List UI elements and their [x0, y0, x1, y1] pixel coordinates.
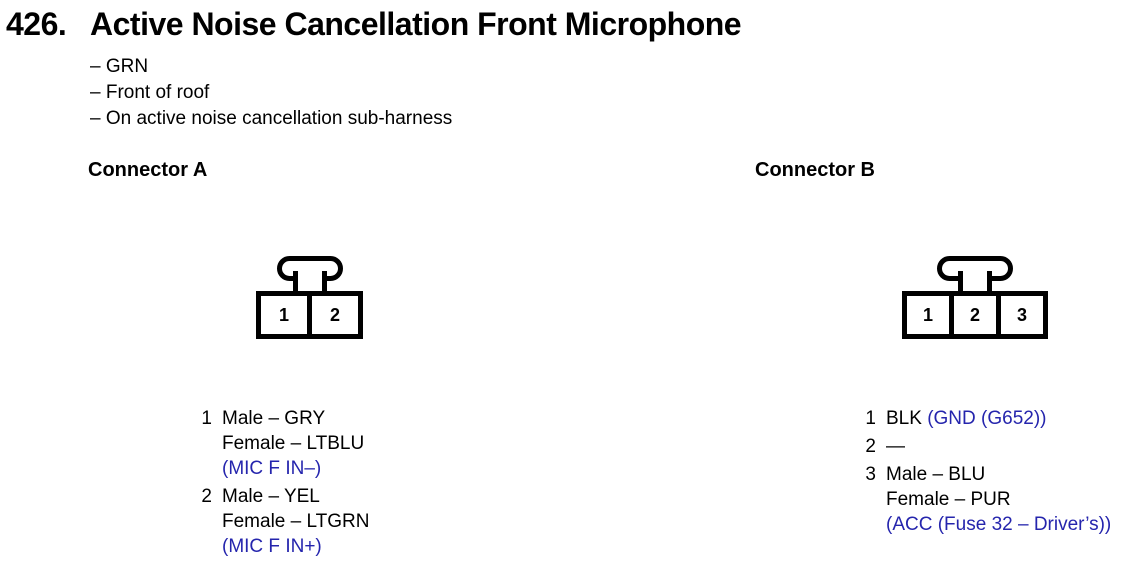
pin-description: Male – YEL Female – LTGRN (MIC F IN+): [222, 484, 369, 559]
pin-number: 1: [201, 408, 212, 429]
pin-row: 2 Male – YEL Female – LTGRN (MIC F IN+): [198, 484, 369, 559]
pin-row: 3 Male – BLU Female – PUR (ACC (Fuse 32 – D…: [862, 462, 1111, 537]
cavity-2: 2: [949, 291, 1001, 339]
cavity-2: 2: [307, 291, 363, 339]
pin-description: BLK (GND (G652)): [886, 406, 1047, 431]
signal-label: (GND (G652)): [927, 408, 1047, 429]
signal-label: (ACC (Fuse 32 – Driver’s)): [886, 514, 1112, 535]
pin-number: 1: [865, 408, 876, 429]
pin-row: 1 Male – GRY Female – LTBLU (MIC F IN–): [198, 406, 369, 481]
signal-label: (MIC F IN+): [222, 536, 322, 557]
pin-row: 2—: [862, 434, 1111, 459]
pin-number: 2: [201, 486, 212, 507]
pin-list: 1 Male – GRY Female – LTBLU (MIC F IN–) 2 Mal…: [198, 406, 369, 562]
section-title: 426. Active Noise Cancellation Front Mic…: [6, 6, 742, 43]
section-number: 426.: [6, 6, 67, 42]
notes-list: – GRN – Front of roof – On active noise ca…: [90, 54, 452, 132]
wire-color-label: Female – LTBLU: [222, 433, 365, 454]
cavity-3: 3: [996, 291, 1048, 339]
note-line: – GRN: [90, 56, 149, 77]
note-line: – Front of roof: [90, 82, 210, 103]
section-title-text: Active Noise Cancellation Front Micropho…: [90, 6, 742, 42]
connector-b-heading: Connector B: [755, 159, 875, 181]
note-line: – On active noise cancellation sub-harne…: [90, 108, 453, 129]
wire-color-label: BLK: [886, 408, 928, 429]
connector-lock-stem: [292, 271, 327, 291]
signal-label: (MIC F IN–): [222, 458, 322, 479]
connector-a-heading: Connector A: [88, 159, 208, 181]
pin-description: —: [886, 434, 905, 459]
wire-color-label: Male – GRY: [222, 408, 326, 429]
wire-color-label: Male – BLU: [886, 464, 986, 485]
pin-number: 2: [865, 436, 876, 457]
wire-color-label: Male – YEL: [222, 486, 320, 507]
pin-description: Male – BLU Female – PUR (ACC (Fuse 32 – Dr…: [886, 462, 1111, 537]
pin-number: 3: [865, 464, 876, 485]
wire-color-label: Female – PUR: [886, 489, 1011, 510]
connector-lock-stem: [958, 271, 992, 291]
wire-color-label: —: [886, 436, 905, 457]
pin-row: 1 BLK (GND (G652)): [862, 406, 1111, 431]
wire-color-label: Female – LTGRN: [222, 511, 370, 532]
cavity-1: 1: [902, 291, 954, 339]
pin-description: Male – GRY Female – LTBLU (MIC F IN–): [222, 406, 364, 481]
cavity-1: 1: [256, 291, 312, 339]
